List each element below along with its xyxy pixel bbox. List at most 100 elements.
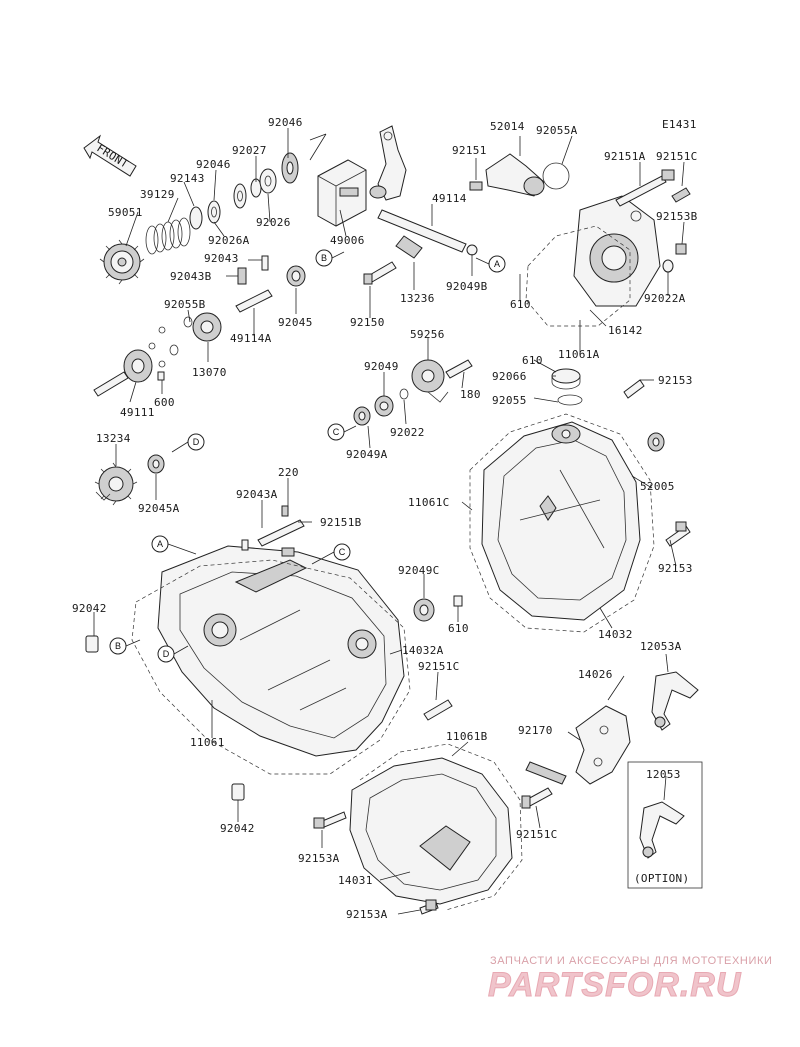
callout-92022a: 92022A [644,292,686,305]
diagram-code: E1431 [662,118,697,131]
callout-14032: 14032 [598,628,633,641]
callout-92027: 92027 [232,144,267,157]
bolt-92153-icon [623,379,691,547]
water-pipe-icon [469,153,545,197]
callout-92150: 92150 [350,316,385,329]
bolt-92153a-icon [313,811,439,915]
callout-92151c-top: 92151C [656,150,698,163]
callout-11061c: 11061C [408,496,450,509]
front-arrow-icon [83,134,137,177]
callout-610-b: 610 [522,354,543,367]
ref-marker-b-cover-text: B [115,641,121,651]
watermark: ЗАПЧАСТИ И АКСЕССУАРЫ ДЛЯ МОТОТЕХНИКИ PA… [488,955,772,1005]
generator-cover-icon [349,757,513,905]
parts-illustration: FRONT [83,125,703,915]
callout-13070: 13070 [192,366,227,379]
bolt-92151c-low-icon [521,787,553,809]
callout-600: 600 [154,396,175,409]
callout-11061b: 11061B [446,730,488,743]
bracket-icon [651,671,699,731]
clutch-cover-icon [481,421,641,621]
ref-marker-c: C [327,423,345,441]
callout-610-c: 610 [448,622,469,635]
callout-92151: 92151 [452,144,487,157]
bearing-92049c-icon [413,598,435,622]
shift-block-icon [317,159,367,227]
ref-marker-b-cover: B [109,637,127,655]
bearing-icon [353,388,409,426]
ref-marker-a-cover-text: A [157,539,163,549]
callout-14031: 14031 [338,874,373,887]
leader-lines [93,128,685,915]
callout-92043b: 92043B [170,270,212,283]
callout-92049b: 92049B [446,280,488,293]
ref-marker-d-text: D [193,437,200,447]
callout-39129: 39129 [140,188,175,201]
callout-92043a: 92043A [236,488,278,501]
callout-13236: 13236 [400,292,435,305]
callout-92042-b: 92042 [220,822,255,835]
ref-marker-b-text: B [321,253,327,263]
callout-92055b: 92055B [164,298,206,311]
callout-92055a: 92055A [536,124,578,137]
pump-shaft-icon [93,349,165,397]
callout-92055: 92055 [492,394,527,407]
water-pump-cover-icon [573,195,661,307]
callout-92153-a: 92153 [658,374,693,387]
option-label: (OPTION) [634,872,689,885]
callout-92153a-b: 92153A [346,908,388,921]
watermark-tagline: ЗАПЧАСТИ И АКСЕССУАРЫ ДЛЯ МОТОТЕХНИКИ [490,955,772,967]
callout-92045: 92045 [278,316,313,329]
gear-13234-icon [94,462,138,506]
callout-49114a: 49114A [230,332,272,345]
callout-180: 180 [460,388,481,401]
callout-14026: 14026 [578,668,613,681]
callout-52014: 52014 [490,120,525,133]
part-number-labels: E1431 92046 52014 92055A 92027 92151 921… [72,116,698,921]
callout-92151c-low: 92151C [516,828,558,841]
oil-seal-92045a-icon [147,454,165,474]
callout-220: 220 [278,466,299,479]
callout-92066: 92066 [492,370,527,383]
o-ring-icon [542,162,570,190]
callout-13234: 13234 [96,432,131,445]
callout-92026a: 92026A [208,234,250,247]
ref-marker-a-text: A [494,259,500,269]
callout-92026: 92026 [256,216,291,229]
generator-gasket-icon [359,743,523,911]
impeller-icon [411,359,473,403]
callout-11061a: 11061A [558,348,600,361]
callout-92042-a: 92042 [72,602,107,615]
dowel-pin-icon [85,595,463,801]
washer-stack-icon [189,152,299,230]
ref-marker-c-text: C [333,427,340,437]
ref-marker-c-cover-text: C [339,547,346,557]
ref-marker-d-cover: D [157,645,175,663]
callout-49114: 49114 [432,192,467,205]
kick-shaft-icon [235,289,273,313]
impeller-gear-icon [148,312,222,368]
callout-92151a: 92151A [604,150,646,163]
ref-marker-b: B [315,249,333,267]
ref-marker-a-cover: A [151,535,169,553]
ref-marker-a: A [488,255,506,273]
shift-shaft-icon [377,209,478,259]
callout-16142: 16142 [608,324,643,337]
filler-cap-icon [551,368,583,406]
callout-49111: 49111 [120,406,155,419]
oil-seal-52005-icon [647,432,665,452]
collar-92170-icon [525,761,567,785]
callout-92046-top: 92046 [268,116,303,129]
callout-92170: 92170 [518,724,553,737]
spring-icon [145,217,191,255]
callout-92151c-mid: 92151C [418,660,460,673]
callout-610-a: 610 [510,298,531,311]
callout-92049: 92049 [364,360,399,373]
callout-49006: 49006 [330,234,365,247]
callout-92153b: 92153B [656,210,698,223]
callout-92143: 92143 [170,172,205,185]
callout-92049a: 92049A [346,448,388,461]
chain-guide-icon [575,705,631,785]
